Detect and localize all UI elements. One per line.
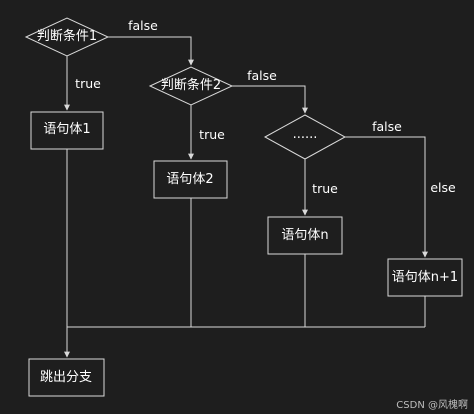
- statement-1-label: 语句体1: [43, 122, 91, 137]
- decision-more-label: ......: [292, 127, 318, 142]
- decision-2-label: 判断条件2: [160, 78, 222, 93]
- edge-cond2-false: [232, 85, 308, 114]
- edge-more-true-label: true: [312, 181, 338, 196]
- edge-cond1-true-label: true: [75, 76, 101, 91]
- edge-more-false-label: false: [372, 119, 402, 134]
- decision-1-label: 判断条件1: [36, 29, 98, 44]
- exit-label: 跳出分支: [39, 370, 93, 385]
- edge-cond1-false-label: false: [128, 18, 158, 33]
- watermark: CSDN @风槐啊: [396, 400, 468, 411]
- statement-n-label: 语句体n: [281, 228, 329, 243]
- exit-box: [28, 358, 105, 397]
- edge-cond2-false-label: false: [247, 68, 277, 83]
- statement-n1-label: 语句体n+1: [391, 270, 459, 285]
- edge-cond1-false: [108, 36, 194, 66]
- edge-cond2-true-label: true: [199, 127, 225, 142]
- edge-more-false: [345, 136, 428, 258]
- edge-else-label: else: [430, 180, 456, 195]
- statement-2-label: 语句体2: [166, 172, 214, 187]
